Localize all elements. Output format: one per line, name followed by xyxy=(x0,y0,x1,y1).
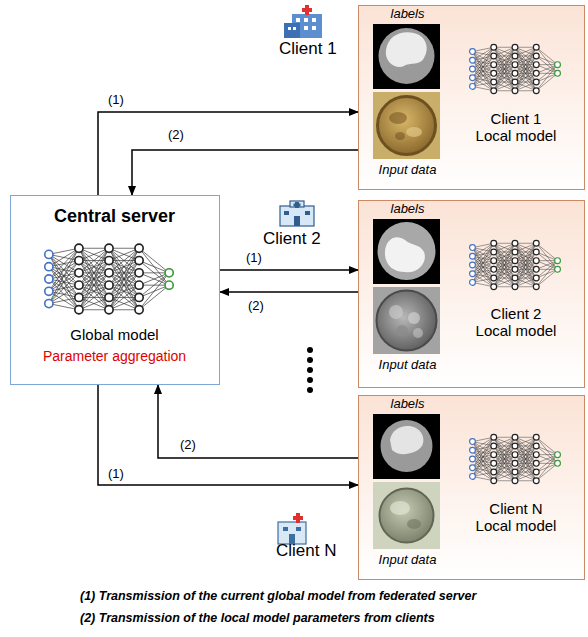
mask-region xyxy=(378,222,436,280)
footnote: (2) Transmission of the local model para… xyxy=(80,611,435,625)
image-caption: Input data xyxy=(369,553,446,568)
micrographs xyxy=(373,92,440,549)
cross-symbol xyxy=(293,513,303,523)
cell xyxy=(408,312,420,324)
flow-arrow xyxy=(220,291,358,293)
edge-label: (2) xyxy=(166,127,186,142)
neural-network-icons xyxy=(45,44,561,483)
mask-region xyxy=(381,420,433,472)
door xyxy=(294,216,300,226)
window xyxy=(288,27,291,30)
window xyxy=(293,27,296,30)
flow-arrow xyxy=(98,385,358,485)
image-caption: labels xyxy=(369,397,446,412)
cell xyxy=(413,328,423,338)
local-network xyxy=(470,434,561,483)
embryo xyxy=(377,291,437,351)
micrograph xyxy=(373,287,440,354)
hospital-icons xyxy=(278,5,322,544)
client-name: Client 2 xyxy=(263,229,321,249)
cell xyxy=(407,519,421,529)
micrograph xyxy=(373,92,440,159)
client-panel: Client 2labelsInput dataClient 2 Local m… xyxy=(358,200,585,388)
hospital-icon xyxy=(280,206,314,226)
mask-region xyxy=(386,32,427,67)
client-name: Client N xyxy=(276,541,336,561)
hospital-icon xyxy=(290,201,304,207)
panel-fill xyxy=(358,5,585,190)
dot xyxy=(307,387,313,393)
model-label: Client 1 Local model xyxy=(472,110,560,145)
embryo xyxy=(380,489,434,543)
server-box: Central serverGlobal modelParameter aggr… xyxy=(10,195,220,385)
mask-region xyxy=(379,28,435,84)
flow-arrow xyxy=(158,385,358,458)
cell xyxy=(389,112,407,124)
dot xyxy=(307,377,313,383)
node-text: Parameter aggregation xyxy=(11,348,218,364)
image-caption: Input data xyxy=(369,358,446,373)
client-name: Client 1 xyxy=(279,39,337,59)
image-caption: labels xyxy=(369,7,446,22)
edge-label: (1) xyxy=(244,250,264,265)
panel-fills xyxy=(358,5,585,580)
dot xyxy=(307,347,313,353)
hospital-icon xyxy=(284,23,300,38)
client-panel: Client NlabelsInput dataClient N Local m… xyxy=(358,395,585,580)
global-network xyxy=(45,244,173,314)
window xyxy=(296,527,301,531)
cell xyxy=(395,132,405,140)
edge-label: (1) xyxy=(106,466,126,481)
cell xyxy=(396,325,408,337)
cell xyxy=(389,305,403,319)
cell xyxy=(406,127,422,137)
mask-image xyxy=(373,24,440,89)
cross-symbol xyxy=(302,5,312,15)
embryo xyxy=(378,97,436,155)
window xyxy=(284,211,289,215)
window xyxy=(296,18,300,22)
model-label: Client 2 Local model xyxy=(472,305,560,340)
panel-fill xyxy=(358,200,585,388)
flow-arrow xyxy=(220,269,358,271)
micrograph xyxy=(373,482,440,549)
mask-image xyxy=(373,219,440,284)
hospital-icon xyxy=(278,522,306,544)
mask-region xyxy=(385,237,425,272)
node-title: Central server xyxy=(11,206,218,227)
window xyxy=(312,18,316,22)
image-caption: labels xyxy=(369,202,446,217)
ellipsis-dots xyxy=(307,347,313,393)
panel-fill xyxy=(358,395,585,580)
edge-label: (1) xyxy=(106,92,126,107)
image-caption: Input data xyxy=(369,163,446,178)
footnote: (1) Transmission of the current global m… xyxy=(80,589,476,603)
flow-arrow xyxy=(98,112,358,195)
client-panel: Client 1labelsInput dataClient 1 Local m… xyxy=(358,5,585,190)
window xyxy=(304,26,308,30)
dot xyxy=(307,357,313,363)
local-network xyxy=(470,240,561,289)
window xyxy=(304,18,308,22)
window xyxy=(312,26,316,30)
flow-arrow xyxy=(132,150,358,195)
local-network xyxy=(470,44,561,93)
mask-region xyxy=(390,426,423,454)
mask-image xyxy=(373,414,440,479)
node-text: Global model xyxy=(11,326,218,343)
window xyxy=(305,211,310,215)
dot xyxy=(307,367,313,373)
window xyxy=(283,527,288,531)
edge-label: (2) xyxy=(246,298,266,313)
model-label: Client N Local model xyxy=(472,500,560,535)
cell xyxy=(390,501,410,515)
edge-label: (2) xyxy=(178,437,198,452)
cross-symbol xyxy=(294,202,301,208)
